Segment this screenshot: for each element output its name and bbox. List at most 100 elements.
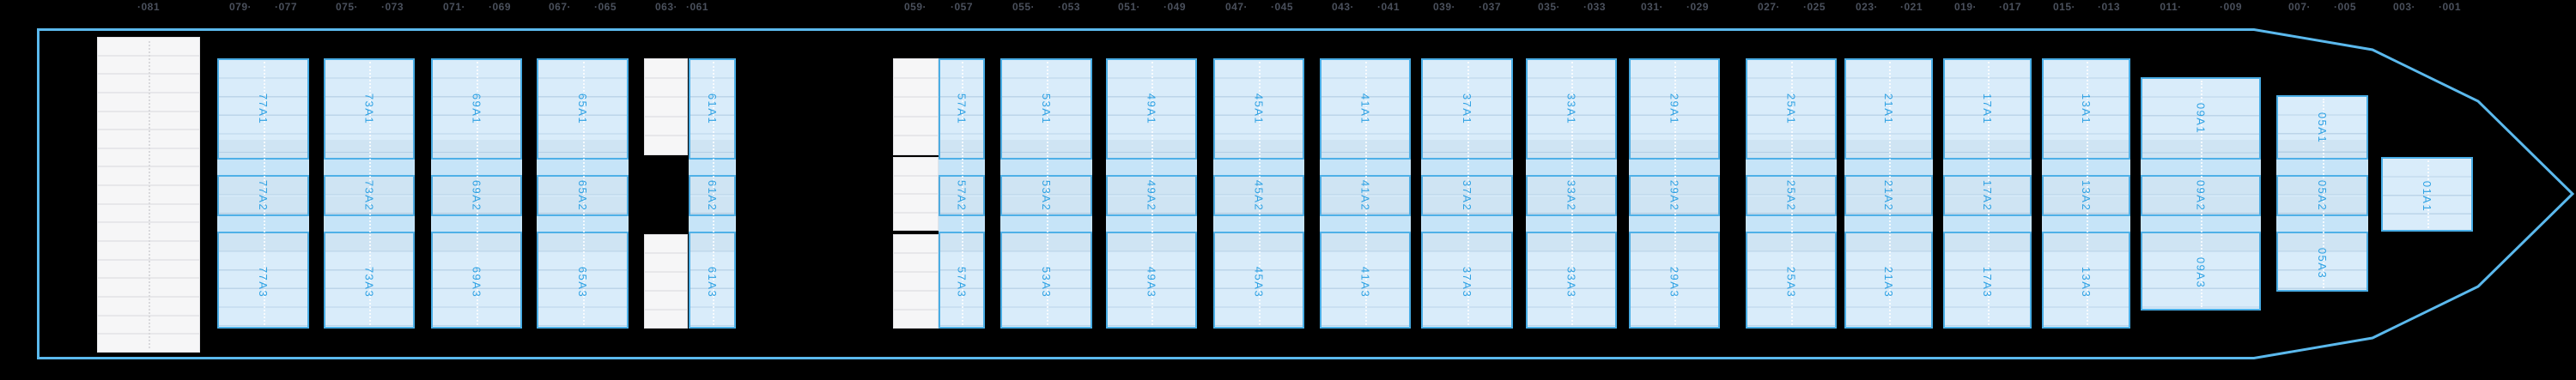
tick-label: 007· (2287, 1, 2312, 13)
slot-label: 37A2 (1461, 179, 1473, 212)
center-dotted-line (582, 62, 585, 325)
tick-label: ·077 (274, 1, 298, 13)
slot-label: 77A1 (257, 93, 270, 125)
center-dotted-line (369, 62, 371, 325)
slot-label: 33A3 (1564, 266, 1578, 298)
slot-label: 25A1 (1784, 93, 1798, 125)
white-row (894, 309, 938, 328)
slot-label: 05A1 (2316, 112, 2329, 143)
center-dotted-line (1674, 62, 1676, 325)
slot-label: 57A2 (955, 179, 969, 212)
tick-label: 019· (1953, 1, 1978, 13)
slot-label: 77A3 (257, 266, 270, 298)
white-row (894, 76, 938, 97)
white-row (894, 59, 938, 77)
slot-label: 65A3 (576, 266, 589, 298)
white-row (645, 115, 687, 136)
white-row (894, 96, 938, 116)
slot-label: 69A3 (470, 266, 483, 298)
slot-label: 09A2 (2194, 179, 2208, 212)
white-row (894, 115, 938, 136)
tick-label: 047· (1224, 1, 1249, 13)
slot-label: 37A3 (1461, 266, 1473, 298)
white-row (894, 235, 938, 252)
slot-label: 05A2 (2316, 179, 2329, 212)
slot-label: 73A2 (362, 179, 376, 212)
slot-label: 45A2 (1252, 179, 1266, 212)
slot-label: 73A3 (362, 266, 376, 298)
tick-label: 043· (1331, 1, 1355, 13)
tick-label: ·053 (1057, 1, 1081, 13)
slot-label: 25A3 (1784, 266, 1798, 298)
tick-label: 075· (335, 1, 359, 13)
slot-label: 21A1 (1882, 93, 1895, 125)
stern-grid (97, 37, 200, 353)
tick-label: 011· (2160, 1, 2182, 13)
center-dotted-line (1888, 62, 1891, 325)
tick-label: ·069 (488, 1, 512, 13)
tick-label: ·009 (2219, 1, 2243, 13)
white-row (645, 309, 687, 328)
tick-label: 071· (442, 1, 466, 13)
slot-label: 61A3 (706, 266, 719, 298)
tick-label: ·037 (1478, 1, 1502, 13)
center-dotted-line (1259, 62, 1261, 325)
tick-label: 059· (903, 1, 927, 13)
center-dashed-line (149, 41, 150, 348)
slot-label: 37A1 (1461, 93, 1473, 125)
white-row (645, 290, 687, 309)
white-row (645, 96, 687, 116)
center-dotted-line (1467, 62, 1469, 325)
center-dotted-line (1365, 62, 1367, 325)
white-row (894, 211, 938, 231)
slot-label: 33A2 (1564, 179, 1578, 212)
slot-label: 45A3 (1252, 266, 1266, 298)
bay-37: 37A1 37A2 37A3 (1421, 58, 1513, 330)
center-dotted-line (712, 62, 714, 325)
center-dotted-line (1791, 62, 1793, 325)
tick-label: 003· (2392, 1, 2416, 13)
center-dotted-line (1987, 62, 1990, 325)
slot-label: 41A1 (1358, 93, 1372, 125)
slot-label: 73A1 (362, 93, 376, 125)
white-row (894, 252, 938, 271)
slot-label: 29A3 (1668, 266, 1681, 298)
center-dotted-line (2086, 62, 2088, 325)
slot-label: 21A3 (1882, 266, 1895, 298)
tick-label: ·057 (950, 1, 974, 13)
slot-label: 53A3 (1040, 266, 1053, 298)
tick-label: 015· (2052, 1, 2076, 13)
slot-label: 61A2 (706, 179, 719, 212)
slot-label: 69A2 (470, 179, 483, 212)
slot-label: 13A2 (2080, 179, 2093, 212)
bay-01: 01A1 (2381, 157, 2473, 232)
slot-label: 33A1 (1564, 93, 1578, 125)
slot-label: 57A3 (955, 266, 969, 298)
tick-label: 023· (1855, 1, 1879, 13)
center-dotted-line (2322, 99, 2324, 288)
white-row (645, 135, 687, 154)
white-row (894, 135, 938, 154)
slot-label: 01A1 (2421, 180, 2433, 212)
white-row (645, 76, 687, 97)
center-dotted-line (1151, 62, 1153, 325)
tick-label: ·041 (1376, 1, 1400, 13)
slot-label: 13A3 (2080, 266, 2093, 298)
tick-label: 063· (654, 1, 678, 13)
slot-label: 49A3 (1145, 266, 1158, 298)
slot-label: 29A2 (1668, 179, 1681, 212)
center-dotted-line (2201, 81, 2202, 307)
white-row (894, 193, 938, 212)
